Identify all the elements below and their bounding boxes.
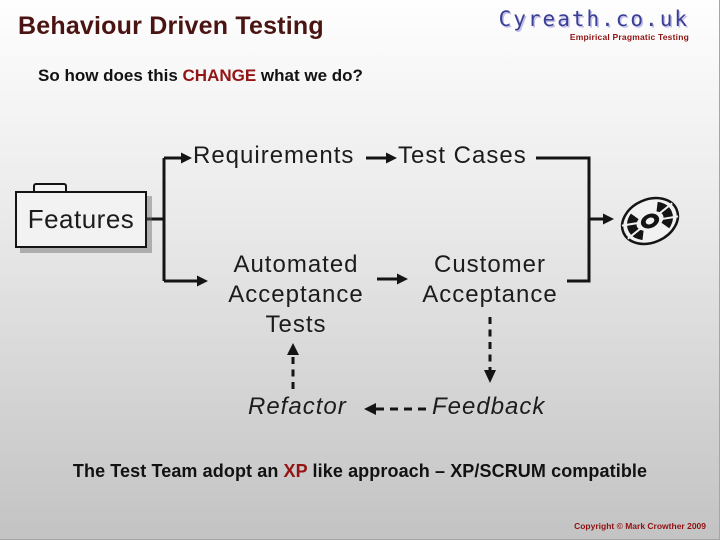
subtitle-text-pre: So how does this <box>38 66 183 85</box>
footer-text-post: like approach – XP/SCRUM compatible <box>307 461 648 481</box>
features-label: Features <box>27 204 135 234</box>
logo-tagline: Empirical Pragmatic Testing <box>569 32 689 42</box>
slide-title: Behaviour Driven Testing <box>18 12 324 40</box>
subtitle: So how does this CHANGE what we do? <box>38 66 363 86</box>
node-refactor: Refactor <box>248 393 347 420</box>
node-test-cases: Test Cases <box>398 142 527 169</box>
logo: Cyreath.co.uk Empirical Pragmatic Testin… <box>499 7 689 42</box>
footer-highlight: XP <box>283 461 308 481</box>
node-automated-acceptance-tests: Automated Acceptance Tests <box>228 251 364 338</box>
arrowheads <box>181 152 614 415</box>
features-folder: Features <box>15 191 147 248</box>
copyright-notice: Copyright © Mark Crowther 2009 <box>574 521 706 531</box>
cd-disc-icon <box>620 196 680 246</box>
footer-statement: The Test Team adopt an XP like approach … <box>0 461 720 482</box>
subtitle-text-post: what we do? <box>256 66 363 85</box>
subtitle-highlight: CHANGE <box>182 66 257 85</box>
node-feedback: Feedback <box>432 393 546 420</box>
logo-text: Cyreath.co.uk <box>498 7 689 31</box>
footer-text-pre: The Test Team adopt an <box>72 461 284 481</box>
node-requirements: Requirements <box>193 142 355 169</box>
node-customer-acceptance: Customer Acceptance <box>422 251 558 308</box>
